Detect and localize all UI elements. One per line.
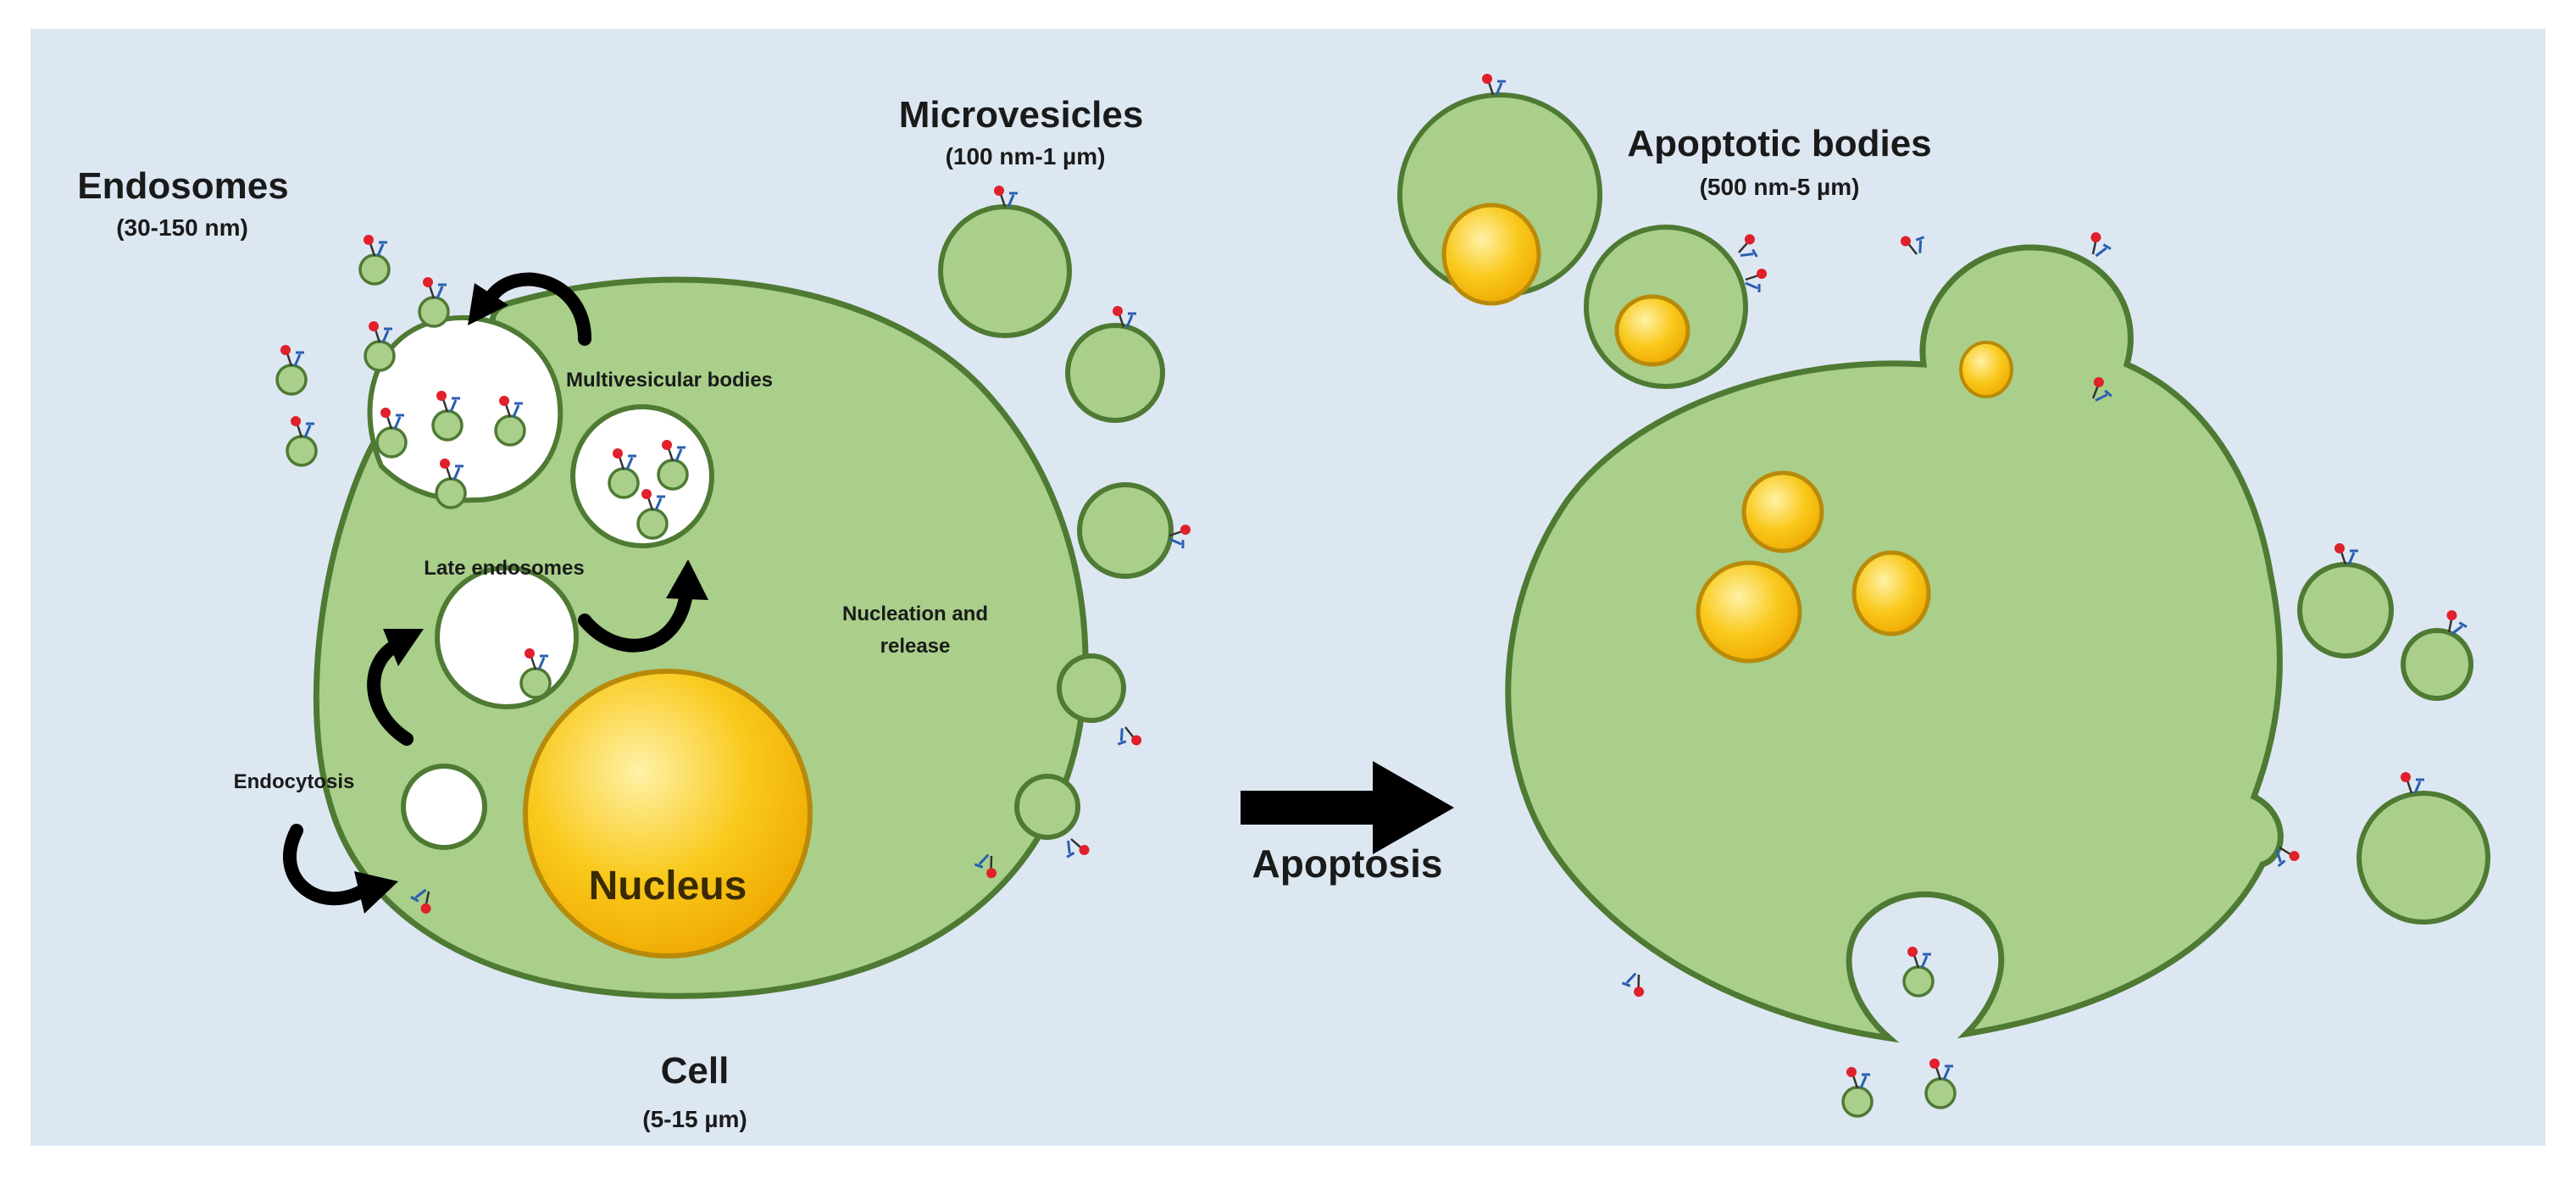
apoptotic-vesicle	[1926, 1059, 1955, 1108]
cell-size: (5-15 µm)	[642, 1106, 747, 1132]
late-endosomes-label: Late endosomes	[424, 557, 585, 580]
nuclear-fragment	[1959, 341, 2013, 398]
nuclear-fragment	[1741, 470, 1824, 553]
microvesicles-title: Microvesicles	[898, 94, 1144, 136]
apoptotic-vesicle	[1843, 1067, 1872, 1116]
mvb-release-arrowhead	[468, 283, 508, 325]
late-to-mvb-arrow	[578, 586, 693, 653]
endocytosis-arrowhead	[354, 871, 398, 914]
early-to-late-arrow	[367, 637, 414, 746]
exosome	[277, 345, 306, 394]
late-endosome	[435, 565, 579, 709]
mvb-release-arrow	[485, 272, 591, 346]
nucleation-label-line2: release	[880, 635, 951, 658]
endocytosis-arrow	[283, 824, 371, 906]
nuclear-fragment	[1614, 294, 1690, 367]
apoptotic-cell-membrane	[1505, 244, 2284, 1043]
apoptotic-bodies	[1397, 72, 2490, 1116]
nucleation-label-line1: Nucleation and	[841, 603, 989, 625]
budding-microvesicle	[1014, 774, 1080, 840]
nuclear-fragment	[1852, 550, 1931, 636]
mvb-release-pocket	[367, 314, 564, 503]
nucleus-label: Nucleus	[588, 864, 747, 909]
apoptotic-cell	[1505, 244, 2284, 1043]
microvesicle	[938, 204, 1072, 338]
nuclear-fragment	[1696, 560, 1802, 664]
endocytosis-vesicle	[401, 764, 487, 850]
endocytosis-label: Endocytosis	[233, 770, 355, 793]
exosome	[365, 321, 394, 370]
exosome	[419, 277, 448, 326]
exosome	[287, 416, 316, 465]
exosome	[360, 235, 389, 284]
microvesicle	[1077, 482, 1174, 579]
nucleus	[523, 669, 813, 959]
apoptotic-vesicle	[1904, 947, 1933, 996]
multivesicular-bodies-label: Multivesicular bodies	[565, 369, 774, 392]
late-to-mvb-arrowhead	[666, 559, 708, 600]
multivesicular-body	[570, 404, 714, 548]
apoptotic-body	[2357, 791, 2490, 925]
endosomes-title: Endosomes	[77, 165, 289, 207]
apoptosis-label: Apoptosis	[1252, 842, 1443, 886]
apoptosis-arrow	[1241, 761, 1454, 854]
apoptotic-body	[2297, 562, 2394, 658]
microvesicle	[1065, 323, 1165, 423]
apoptotic-bodies-size: (500 nm-5 µm)	[1699, 174, 1860, 200]
apoptotic-bodies-title: Apoptotic bodies	[1627, 123, 1932, 164]
process-arrows	[283, 272, 708, 914]
nuclear-fragment	[1441, 203, 1541, 306]
apoptotic-body	[2401, 628, 2473, 701]
microvesicles-size: (100 nm-1 µm)	[945, 143, 1106, 169]
cell	[313, 276, 1126, 999]
early-to-late-arrowhead	[383, 629, 424, 666]
cell-title: Cell	[660, 1050, 730, 1092]
microvesicles	[406, 184, 1192, 917]
endosomes-size: (30-150 nm)	[116, 214, 248, 241]
budding-microvesicle	[1057, 653, 1126, 723]
